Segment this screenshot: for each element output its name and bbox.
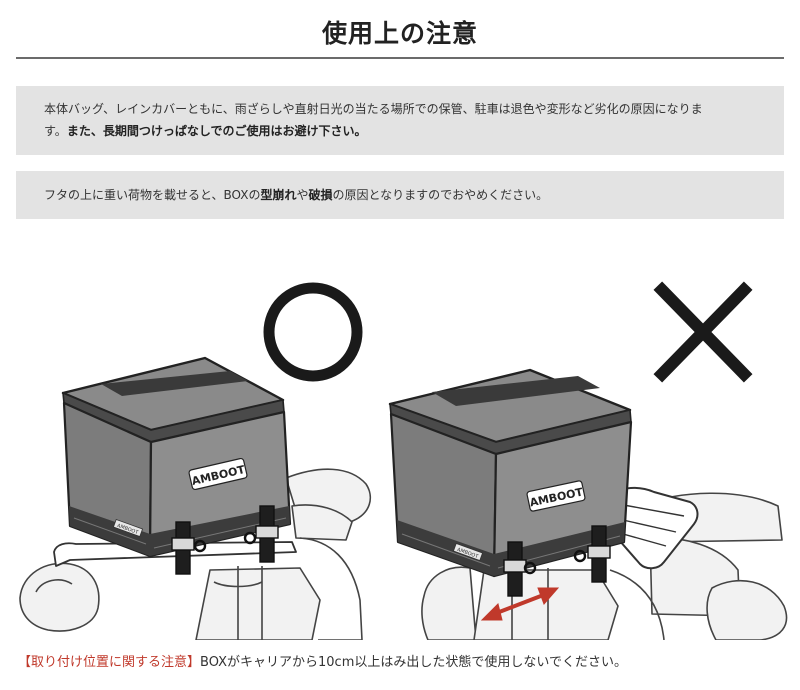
- side-tag-right: [452, 542, 484, 562]
- ok-circle-icon: [263, 282, 363, 382]
- bag-lid-strap-right: [432, 376, 600, 406]
- boot-bag-left: AMBOOT AMBOOT: [61, 356, 292, 575]
- caption-title: 【取り付け位置に関する注意】: [18, 655, 201, 670]
- notice-storage: 本体バッグ、レインカバーともに、雨ざらしや直射日光の当たる場所での保管、駐車は退…: [16, 86, 784, 155]
- side-tag-left: [112, 518, 144, 538]
- notice-heavy-bold2: 破損: [308, 188, 333, 202]
- overhang-arrow-icon: [480, 587, 560, 621]
- title-divider: [16, 57, 784, 59]
- brand-badge-right: [526, 480, 586, 512]
- carrier-rail-left: [53, 541, 297, 567]
- notice-storage-line2-plain: す。: [44, 124, 67, 138]
- notice-heavy-load: フタの上に重い荷物を載せると、BOXの型崩れや破損の原因となりますのでおやめくだ…: [16, 171, 784, 219]
- incorrect-mounting-illustration: AMBOOT AMBOOT: [388, 281, 788, 640]
- notice-storage-line2: す。また、長期間つけっぱなしでのご使用はお避け下さい。: [44, 120, 756, 142]
- notice-heavy-bold1: 型崩れ: [260, 188, 297, 202]
- bag-bottom-band-side-right: [397, 520, 494, 576]
- bag-lid-strap-left: [101, 371, 248, 396]
- notice-heavy-part2: や: [296, 188, 309, 202]
- mounting-illustration: AMBOOT AMBOOT: [19, 281, 788, 640]
- notice-heavy-part3: の原因となりますのでおやめください。: [332, 188, 549, 202]
- notice-storage-line2-bold: また、長期間つけっぱなしでのご使用はお避け下さい。: [66, 124, 367, 138]
- ng-cross-icon: [653, 281, 753, 383]
- correct-mounting-illustration: AMBOOT AMBOOT: [19, 282, 372, 640]
- page-title: 使用上の注意: [321, 19, 478, 48]
- boot-bag-right: AMBOOT AMBOOT: [388, 368, 633, 597]
- buckle-straps-right: [503, 525, 611, 597]
- caption-text: BOXがキャリアから10cm以上はみ出した状態で使用しないでください。: [200, 655, 627, 670]
- motorcycle-left: [19, 468, 372, 640]
- brand-badge-left: [188, 457, 248, 491]
- notice-heavy-part1: フタの上に重い荷物を載せると、BOXの: [44, 188, 261, 202]
- notice-storage-line1: 本体バッグ、レインカバーともに、雨ざらしや直射日光の当たる場所での保管、駐車は退…: [44, 102, 703, 116]
- buckle-straps-left: [171, 505, 279, 575]
- mounting-caption: 【取り付け位置に関する注意】BOXがキャリアから10cm以上はみ出した状態で使用…: [18, 651, 627, 670]
